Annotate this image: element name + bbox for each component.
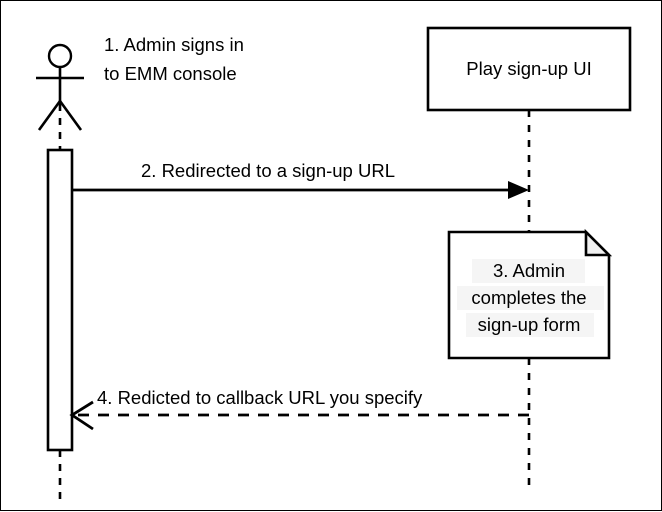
participant-label-play-signup-ui: Play sign-up UI <box>466 58 591 79</box>
note-text-line3: sign-up form <box>478 314 581 335</box>
step1-label-line2: to EMM console <box>104 63 237 84</box>
note-text-line2: completes the <box>471 287 586 308</box>
actor-leg-right-icon <box>58 100 83 131</box>
admin-actor <box>36 43 84 131</box>
step2-arrowhead-filled-icon <box>508 181 529 199</box>
note-folded-corner-icon <box>584 228 613 257</box>
note-text-highlight-3 <box>466 313 594 337</box>
note-text-highlight-1 <box>472 259 585 283</box>
actor-head-icon <box>47 43 73 69</box>
step2-message-label: 2. Redirected to a sign-up URL <box>141 160 395 181</box>
note-text-line1: 3. Admin <box>493 260 565 281</box>
note-text-highlight-2 <box>457 286 604 310</box>
participant-box-play-signup-ui[interactable] <box>426 26 632 112</box>
step3-note[interactable]: 3. Admin completes the sign-up form <box>447 228 613 360</box>
actor-leg-left-icon <box>37 100 62 131</box>
step4-message-label: 4. Redicted to callback URL you specify <box>97 387 423 408</box>
step4-arrowhead-open-icon <box>69 400 94 431</box>
actor-activation-bar <box>46 148 74 452</box>
step1-label-line1: 1. Admin signs in <box>104 34 244 55</box>
